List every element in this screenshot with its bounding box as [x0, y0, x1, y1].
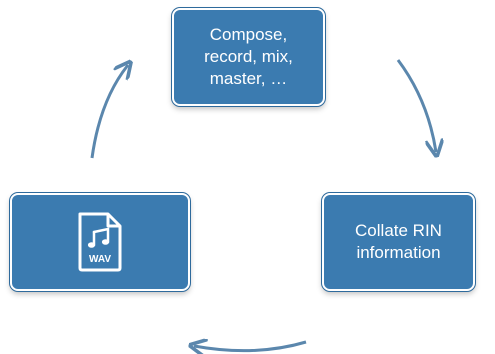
wav-file-icon: WAV: [78, 212, 122, 272]
step-export-box: WAV: [10, 193, 190, 291]
step-compose-label: Compose, record, mix, master, …: [204, 25, 293, 88]
step-collate-label: Collate RIN information: [355, 221, 442, 262]
music-note-icon: [87, 227, 110, 248]
arrow-compose-to-collate: [396, 59, 436, 152]
step-compose-box: Compose, record, mix, master, …: [172, 8, 325, 106]
wav-file-label: WAV: [89, 254, 111, 265]
step-collate-box: Collate RIN information: [322, 193, 475, 291]
arrow-export-to-compose: [90, 65, 128, 159]
arrow-collate-to-export: [194, 342, 307, 351]
